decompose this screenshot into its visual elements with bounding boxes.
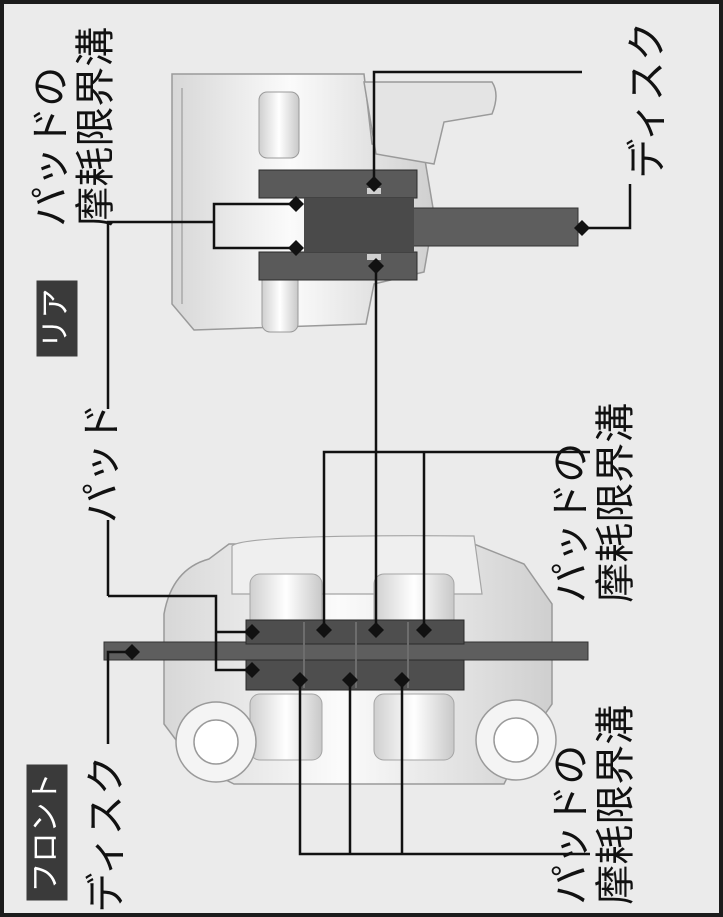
badge-front: フロント	[26, 764, 68, 901]
marker-front-wear-2	[342, 672, 358, 688]
leader-front-wear	[298, 680, 590, 856]
marker-rear-disc	[574, 220, 590, 236]
marker-front-wear-1	[292, 672, 308, 688]
front-disc	[103, 641, 589, 661]
rear-caliper-bracket	[363, 81, 497, 165]
marker-front-wear-3	[394, 672, 410, 688]
leader-pad-rear	[106, 202, 296, 409]
rear-wear-groove-lower	[367, 254, 381, 260]
rear-pad-inner	[258, 251, 418, 281]
marker-center-wear-2	[368, 622, 384, 638]
brake-caliper-illustration	[103, 70, 632, 856]
marker-rear-wear-lower	[368, 258, 384, 274]
label-front-wear-line1: パッドの	[548, 744, 595, 905]
marker-pad-front-upper	[244, 624, 260, 640]
label-rear-wear-line2: 摩耗限界溝	[73, 26, 119, 227]
label-center-wear-line1: パッドの	[548, 442, 595, 603]
leader-rear-disc	[582, 184, 632, 230]
leader-front-disc	[106, 650, 132, 744]
label-center-wear-limit: パッドの 摩耗限界溝	[548, 402, 639, 603]
marker-pad-front-lower	[244, 662, 260, 678]
label-front-wear-limit: パッドの 摩耗限界溝	[548, 704, 639, 905]
marker-rear-wear-upper	[366, 176, 382, 192]
leader-pad-front-branch	[108, 594, 252, 672]
badge-rear: リア	[36, 280, 78, 357]
leader-markers	[124, 176, 590, 688]
marker-front-disc	[124, 644, 140, 660]
marker-center-wear-1	[316, 622, 332, 638]
rear-caliper	[171, 73, 579, 333]
front-mount-ear-left	[175, 701, 257, 783]
marker-pad-rear-lower	[288, 240, 304, 256]
rear-pad-outer	[258, 169, 418, 199]
label-pad: パッド	[79, 403, 125, 523]
front-piston-right-lower	[373, 693, 455, 761]
marker-pad-rear-upper	[288, 196, 304, 212]
rear-pad-backing	[304, 198, 414, 252]
front-piston-left-lower	[249, 693, 323, 761]
label-rear-disc: ディスク	[624, 21, 671, 179]
label-rear-wear-limit: パッドの 摩耗限界溝	[28, 26, 119, 227]
marker-center-wear-3	[416, 622, 432, 638]
leader-center-wear	[322, 266, 590, 630]
leader-rear-wear	[372, 70, 582, 184]
rear-slide-pin-upper	[258, 91, 300, 159]
label-front-disc: ディスク	[83, 755, 130, 913]
leader-lines	[106, 70, 632, 856]
front-caliper	[103, 535, 589, 785]
label-center-wear-line2: 摩耗限界溝	[593, 402, 639, 603]
label-rear-wear-line1: パッドの	[28, 66, 75, 227]
label-front-wear-line2: 摩耗限界溝	[593, 704, 639, 905]
front-mount-ear-right	[475, 699, 557, 781]
